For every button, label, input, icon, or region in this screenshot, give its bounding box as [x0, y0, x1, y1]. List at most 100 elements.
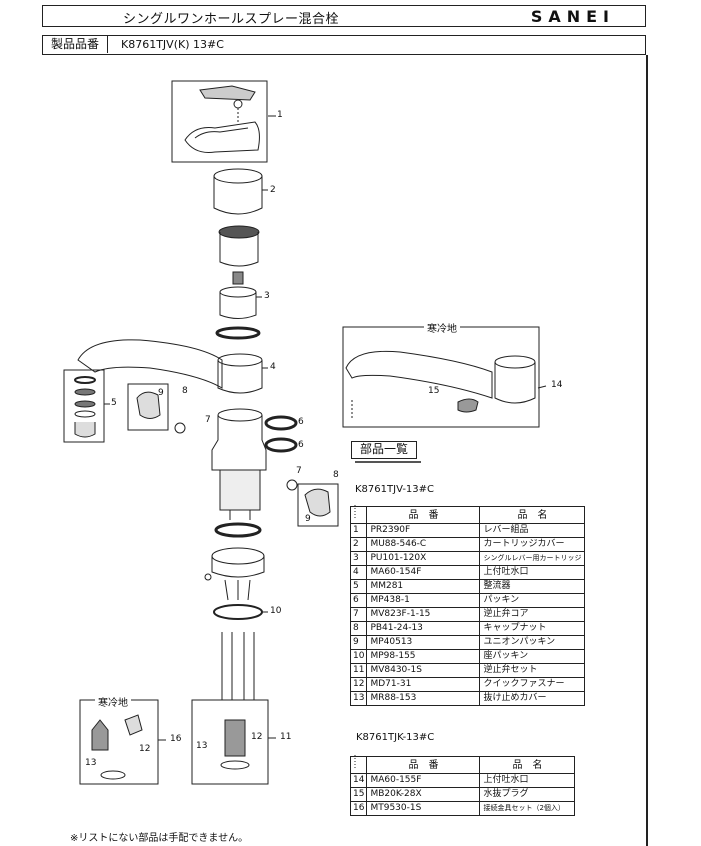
callout-4: 4 [270, 362, 276, 372]
cell-part: MM281 [366, 579, 481, 594]
cell-name: レバー組品 [479, 523, 586, 538]
cell-part: MR88-153 [366, 691, 481, 706]
title-bar: シングルワンホールスプレー混合栓 SANEI [42, 5, 646, 27]
part-mount [204, 547, 265, 601]
callout-6b: 6 [298, 440, 304, 450]
cold-region-label-bottom: 寒冷地 [95, 694, 131, 709]
cell-part: MV823F-1-15 [366, 607, 481, 622]
cell-name: クイックファスナー [479, 677, 586, 692]
callout-16: 16 [170, 734, 182, 744]
header-part: 品 番 [366, 506, 481, 524]
cell-name: 接続金具セット（2個入） [479, 801, 576, 816]
cell-part: MA60-155F [366, 773, 481, 788]
cell-no: 3 [349, 551, 368, 566]
part-seat [214, 522, 262, 538]
part-2-cover [213, 168, 263, 215]
callout-7b: 7 [296, 466, 302, 476]
cold-region-top-inset [342, 326, 540, 428]
cell-no: 11 [349, 663, 368, 678]
parts-list-label: 部品一覧 [351, 441, 421, 463]
callout-12b: 12 [251, 732, 263, 742]
cell-name: 水抜プラグ [479, 787, 576, 802]
cell-part: MA60-154F [366, 565, 481, 580]
cell-name: キャップナット [479, 621, 586, 636]
callout-13a: 13 [85, 758, 97, 768]
cell-part: PU101-120X [366, 551, 481, 566]
cell-name: シングルレバー用カートリッジ [479, 551, 586, 566]
cell-no: 2 [349, 537, 368, 552]
cell-no: 13 [349, 691, 368, 706]
cell-part: PR2390F [366, 523, 481, 538]
header-no [349, 756, 368, 774]
cell-no: 10 [349, 649, 368, 664]
cell-no: 7 [349, 607, 368, 622]
part-1-lever [171, 80, 268, 163]
model-value: K8761TJV(K) 13#C [121, 38, 224, 51]
header-name: 品 名 [479, 506, 586, 524]
cell-name: 逆止弁コア [479, 607, 586, 622]
cell-part: MV8430-1S [366, 663, 481, 678]
part-10-ring [213, 604, 263, 620]
header-no [349, 506, 368, 524]
callout-5: 5 [111, 398, 117, 408]
callout-15: 15 [428, 386, 440, 396]
callout-10: 10 [270, 606, 282, 616]
cell-no: 15 [349, 787, 368, 802]
part-11-hoses [191, 632, 269, 785]
callout-2: 2 [270, 185, 276, 195]
header-name: 品 名 [479, 756, 576, 774]
product-title: シングルワンホールスプレー混合栓 [123, 12, 340, 27]
cold-region-bottom-inset [79, 699, 159, 785]
part-6-ring-b [264, 437, 298, 453]
part-8-9-left [127, 383, 169, 431]
part-5-aerator [63, 369, 105, 443]
callout-14: 14 [551, 380, 563, 390]
frame-right-border [646, 55, 648, 846]
part-8-9-right [297, 483, 339, 527]
cell-name: パッキン [479, 593, 586, 608]
part-3-cartridge [219, 271, 257, 319]
table-header: 品 番 品 名 [349, 506, 586, 524]
callout-12a: 12 [139, 744, 151, 754]
cell-part: MT9530-1S [366, 801, 481, 816]
part-body [211, 408, 267, 520]
cell-no: 5 [349, 579, 368, 594]
cell-no: 1 [349, 523, 368, 538]
table2-caption: K8761TJK-13#C [356, 732, 435, 743]
callout-6a: 6 [298, 417, 304, 427]
cell-no: 12 [349, 677, 368, 692]
part-o-ring [215, 326, 261, 340]
callout-8a: 8 [182, 386, 188, 396]
cell-name: 上付吐水口 [479, 565, 586, 580]
cell-no: 6 [349, 593, 368, 608]
cell-name: ユニオンパッキン [479, 635, 586, 650]
header-part: 品 番 [366, 756, 481, 774]
cell-part: MD71-31 [366, 677, 481, 692]
cell-name: 抜け止めカバー [479, 691, 586, 706]
cell-name: カートリッジカバー [479, 537, 586, 552]
callout-9b: 9 [305, 514, 311, 524]
callout-1: 1 [277, 110, 283, 120]
part-7-right [286, 479, 298, 491]
cell-part: MP40513 [366, 635, 481, 650]
part-4-spout [77, 339, 263, 394]
part-connector [218, 225, 260, 267]
cell-name: 整流器 [479, 579, 586, 594]
callout-9a: 9 [158, 388, 164, 398]
cell-name: 上付吐水口 [479, 773, 576, 788]
